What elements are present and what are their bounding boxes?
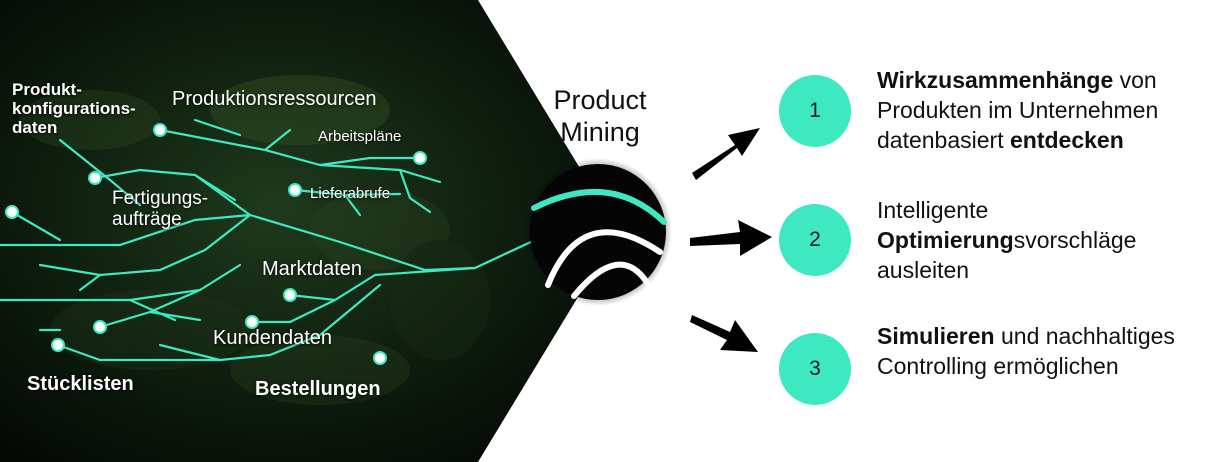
step-3-text: Simulieren und nachhaltiges Controlling … (877, 322, 1207, 382)
step-2-text-part-3: svorschläge ausleiten (877, 226, 1137, 283)
label-produktkonfigurationsdaten: Produkt- konfigurations- daten (12, 80, 136, 138)
arrow-2 (690, 220, 772, 256)
label-marktdaten: Marktdaten (262, 258, 363, 280)
step-2-number: 2 (809, 228, 821, 251)
step-3-text-part-2: und nachhaltiges Controlling ermöglichen (877, 323, 1175, 379)
arrow-3 (690, 315, 758, 352)
label-arbeitsplaene: Arbeitspläne (318, 128, 402, 145)
step-3-number: 3 (809, 357, 821, 380)
step-2-text: Intelligente Optimierungsvorschläge ausl… (877, 196, 1207, 286)
step-2-text-part-1: Intelligente (877, 197, 989, 223)
step-1-badge: 1 (779, 75, 851, 147)
step-3-badge: 3 (779, 333, 851, 405)
arrows (690, 128, 772, 352)
step-1-number: 1 (809, 99, 821, 122)
label-stuecklisten: Stücklisten (27, 373, 134, 395)
network-lines (0, 118, 537, 362)
label-lieferabrufe: Lieferabrufe (310, 185, 391, 202)
step-1-text-part-2: von Produkten im Unternehmen datenbasier… (877, 67, 1159, 153)
label-produktionsressourcen: Produktionsressourcen (172, 88, 377, 110)
jungle-background (0, 0, 618, 462)
foliage-texture (20, 75, 490, 405)
step-2-badge: 2 (779, 204, 851, 276)
network-nodes (5, 123, 427, 365)
label-fertigungsauftraege: Fertigungs- aufträge (112, 188, 209, 231)
logo-arcs (531, 189, 667, 299)
label-bestellungen: Bestellungen (255, 378, 381, 400)
step-3-text-part-1: Simulieren (877, 323, 995, 349)
step-1-text-part-1: Wirkzusammenhänge (877, 67, 1114, 93)
step-1-text: Wirkzusammenhänge von Produkten im Unter… (877, 66, 1207, 156)
product-mining-title: Product Mining (553, 85, 647, 148)
step-2-text-part-2: Optimierung (877, 226, 1014, 253)
arrow-1 (692, 128, 760, 180)
step-1-text-part-3: entdecken (1009, 126, 1124, 153)
label-kundendaten: Kundendaten (213, 327, 333, 349)
